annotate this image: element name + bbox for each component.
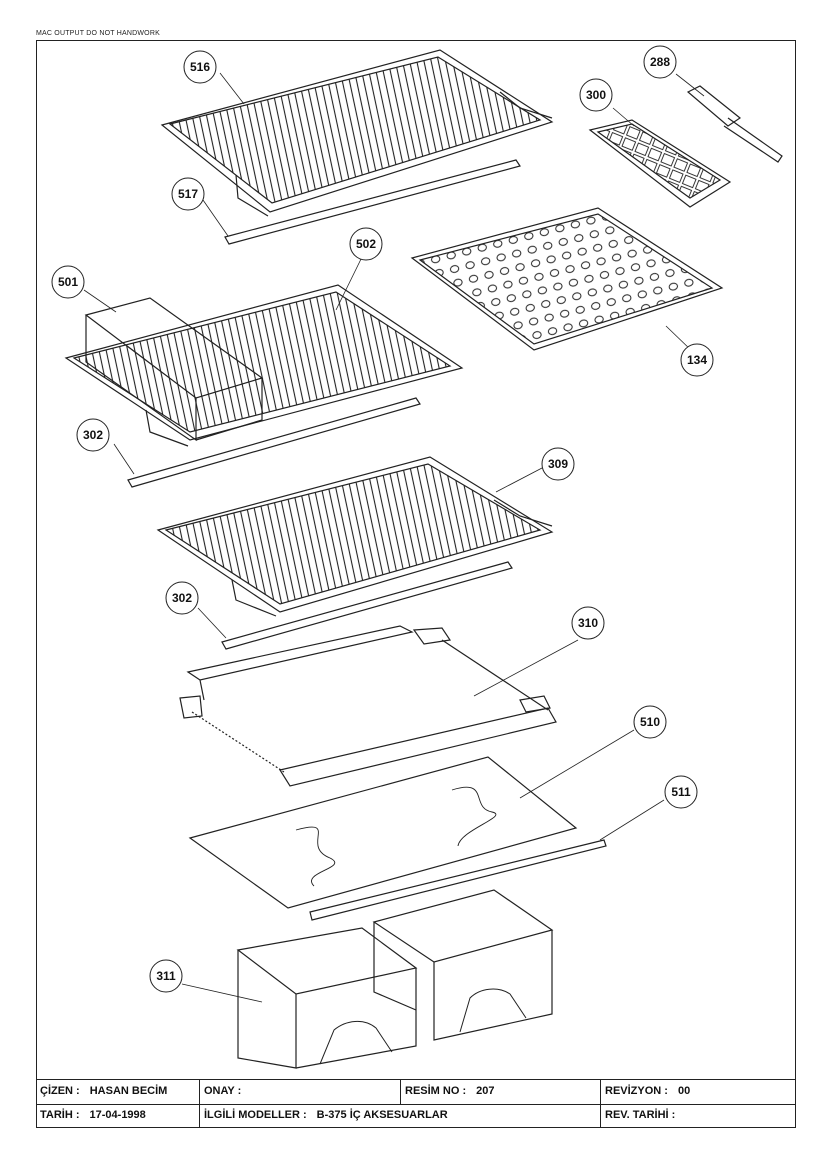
callout-label: 511 bbox=[671, 785, 691, 799]
drawn-by-value: HASAN BECİM bbox=[89, 1085, 168, 1097]
callouts: 516 288 300 517 502 501 134 302 309 302 310 510 511 3… bbox=[51, 45, 714, 993]
callout-label: 510 bbox=[640, 715, 660, 729]
approval-label: ONAY : bbox=[204, 1085, 242, 1097]
callout-288: 288 bbox=[643, 45, 677, 79]
callout-134: 134 bbox=[680, 343, 714, 377]
date-value: 17-04-1998 bbox=[89, 1109, 146, 1121]
drawing-frame bbox=[36, 40, 796, 1128]
callout-label: 302 bbox=[172, 591, 192, 605]
approval-cell: ONAY : bbox=[200, 1080, 401, 1104]
callout-label: 502 bbox=[356, 237, 376, 251]
drawn-by-label: ÇİZEN : bbox=[40, 1085, 80, 1097]
shelf-strip-302-upper bbox=[127, 397, 421, 488]
callout-label: 310 bbox=[578, 616, 598, 630]
callout-309: 309 bbox=[541, 447, 575, 481]
callout-circle bbox=[183, 50, 217, 84]
callout-label: 288 bbox=[650, 55, 670, 69]
drawing-no-value: 207 bbox=[476, 1085, 495, 1097]
ice-scraper-288 bbox=[686, 85, 783, 163]
related-models-value: B-375 İÇ AKSESUARLAR bbox=[316, 1109, 448, 1121]
callout-510: 510 bbox=[633, 705, 667, 739]
callout-516: 516 bbox=[183, 50, 217, 84]
box-501 bbox=[84, 297, 264, 442]
perforated-tray-134 bbox=[410, 207, 724, 351]
drawn-by-cell: ÇİZEN : HASAN BECİM bbox=[36, 1080, 200, 1104]
wire-shelf-309 bbox=[156, 456, 554, 617]
callout-511: 511 bbox=[664, 775, 698, 809]
callout-501: 501 bbox=[51, 265, 85, 299]
wire-shelf-502 bbox=[64, 284, 464, 447]
callout-circle bbox=[165, 581, 199, 615]
header-note: MAC OUTPUT DO NOT HANDWORK bbox=[36, 30, 160, 37]
callout-302a: 302 bbox=[76, 418, 110, 452]
callout-label: 501 bbox=[58, 275, 78, 289]
ice-tray-300 bbox=[588, 119, 732, 208]
drawing-no-label: RESİM NO : bbox=[405, 1085, 467, 1097]
callout-label: 311 bbox=[156, 969, 176, 983]
title-block: ÇİZEN :HASAN BECİM ONAY : RESİM NO :207 … bbox=[36, 1079, 796, 1128]
rev-date-cell: REV. TARİHİ : bbox=[601, 1104, 796, 1128]
callout-circle bbox=[76, 418, 110, 452]
rev-date-label: REV. TARİHİ : bbox=[605, 1109, 676, 1121]
callout-302b: 302 bbox=[165, 581, 199, 615]
date-label: TARİH : bbox=[40, 1109, 80, 1121]
revision-label: REVİZYON : bbox=[605, 1085, 668, 1097]
callout-circle bbox=[149, 959, 183, 993]
callout-label: 134 bbox=[687, 353, 707, 367]
callout-label: 309 bbox=[548, 457, 568, 471]
callout-circle bbox=[51, 265, 85, 299]
callout-label: 302 bbox=[83, 428, 103, 442]
date-cell: TARİH : 17-04-1998 bbox=[36, 1104, 200, 1128]
callout-label: 516 bbox=[190, 60, 210, 74]
related-models-label: İLGİLİ MODELLER : bbox=[204, 1109, 307, 1121]
callout-502: 502 bbox=[349, 227, 383, 261]
related-models-cell: İLGİLİ MODELLER : B-375 İÇ AKSESUARLAR bbox=[200, 1104, 601, 1128]
callout-311: 311 bbox=[149, 959, 183, 993]
shelf-strip-302-lower bbox=[221, 561, 513, 650]
callout-517: 517 bbox=[171, 177, 205, 211]
callout-310: 310 bbox=[571, 606, 605, 640]
glass-shelf-frame-310 bbox=[179, 625, 557, 787]
callout-circle bbox=[643, 45, 677, 79]
callout-circle bbox=[571, 606, 605, 640]
crisper-drawers-311 bbox=[236, 889, 554, 1069]
callout-300: 300 bbox=[579, 78, 613, 112]
callout-circle bbox=[664, 775, 698, 809]
revision-value: 00 bbox=[677, 1085, 691, 1097]
shelf-strip-511 bbox=[309, 839, 607, 921]
callout-circle bbox=[349, 227, 383, 261]
callout-circle bbox=[541, 447, 575, 481]
callout-label: 300 bbox=[586, 88, 606, 102]
wire-shelf-516 bbox=[160, 49, 554, 217]
callout-circle bbox=[633, 705, 667, 739]
shelf-strip-517 bbox=[224, 159, 521, 245]
callout-label: 517 bbox=[178, 187, 198, 201]
revision-cell: REVİZYON : 00 bbox=[601, 1080, 796, 1104]
callout-circle bbox=[680, 343, 714, 377]
callout-circle bbox=[171, 177, 205, 211]
callout-circle bbox=[579, 78, 613, 112]
glass-plate-510 bbox=[188, 756, 578, 909]
drawing-no-cell: RESİM NO : 207 bbox=[401, 1080, 601, 1104]
